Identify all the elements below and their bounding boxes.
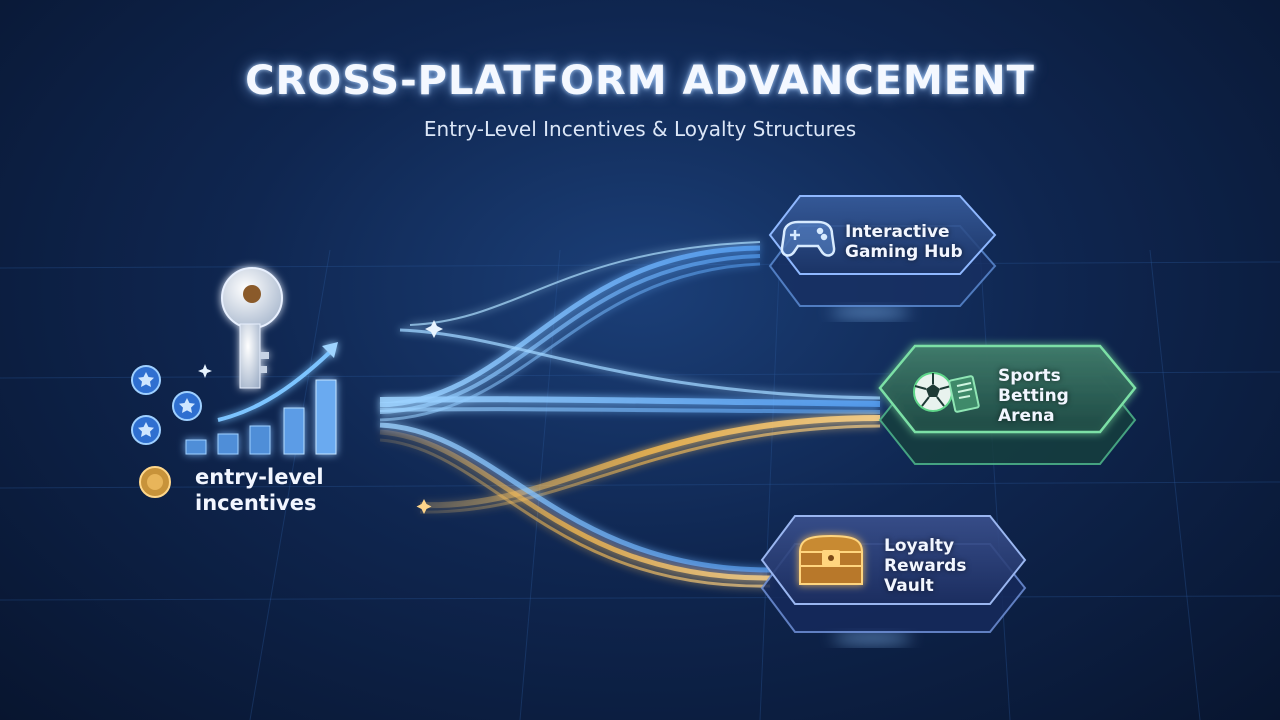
page-subtitle: Entry-Level Incentives & Loyalty Structu… (423, 117, 857, 141)
gold-flow-to-sports-arena (419, 415, 881, 514)
star-badge-icons (131, 365, 202, 445)
source-label: entry-level incentives (195, 464, 324, 516)
bet-slip-icon (948, 375, 980, 413)
treasure-chest-icon (798, 534, 864, 585)
loyalty-vault-label-line2: Rewards (884, 556, 967, 576)
sports-arena-label-line1: Sports (998, 366, 1061, 386)
coin-icon (139, 466, 171, 498)
loyalty-vault-label: Loyalty Rewards Vault (884, 536, 966, 596)
sports-arena-label-line2: Betting (998, 386, 1069, 406)
sparkle-icon (425, 320, 443, 338)
sports-arena-label: Sports Betting Arena (998, 366, 1069, 426)
loyalty-vault-label-line1: Loyalty (884, 536, 955, 556)
soccer-ball-icon (913, 372, 953, 412)
sparkle-icons (198, 320, 443, 514)
flow-to-sports-arena (379, 328, 881, 414)
star-badge-icon (172, 391, 202, 421)
star-badge-icon (131, 365, 161, 395)
loyalty-vault-label-line3: Vault (884, 576, 934, 596)
source-label-line1: entry-level (195, 465, 324, 489)
source-label-line2: incentives (195, 491, 317, 515)
growth-bar-chart-icon (185, 342, 338, 455)
key-icon (221, 267, 283, 389)
background-grid (0, 249, 1280, 720)
gamepad-icon (780, 220, 836, 257)
sports-arena-label-line3: Arena (998, 406, 1055, 426)
sparkle-icon (198, 364, 212, 378)
sparkle-icon (416, 499, 432, 514)
gaming-hub-label: Interactive Gaming Hub (845, 222, 963, 262)
gaming-hub-label-line2: Gaming Hub (845, 242, 963, 262)
page-title: CROSS-PLATFORM ADVANCEMENT (245, 58, 1035, 104)
star-badge-icon (131, 415, 161, 445)
gaming-hub-label-line1: Interactive (845, 222, 950, 242)
flow-to-loyalty-vault (379, 422, 771, 588)
